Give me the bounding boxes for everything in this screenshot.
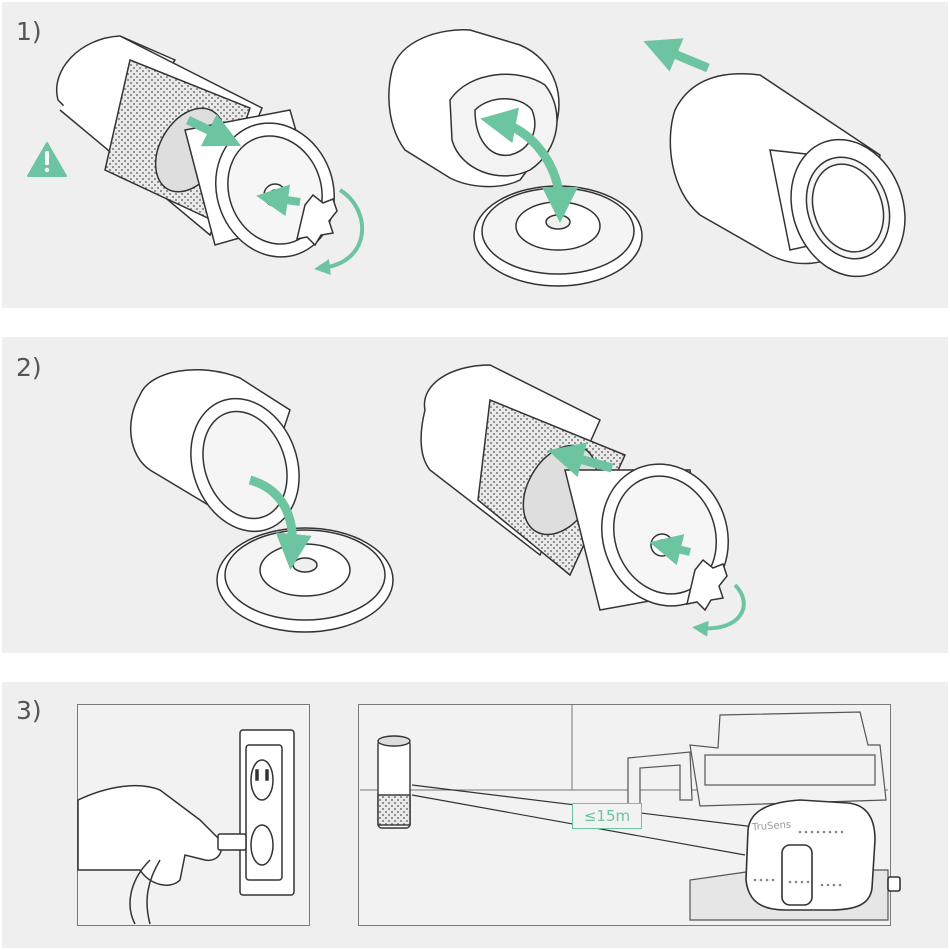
filter-step1 <box>389 30 559 187</box>
side-table <box>628 752 692 805</box>
push-arrow-icon <box>272 198 300 202</box>
filter-bag-step1 <box>670 74 923 293</box>
warning-icon <box>28 143 66 176</box>
purifier-open-step1 <box>57 36 353 274</box>
sofa <box>690 712 886 806</box>
hand-plug <box>78 786 246 924</box>
purifier-assemble-step2 <box>421 365 748 624</box>
distance-label: ≤15m <box>572 803 642 829</box>
base-tray-step2 <box>217 528 393 632</box>
wall-outlet <box>240 730 294 895</box>
purifier-room <box>378 736 410 828</box>
push-arrow-icon <box>660 48 708 68</box>
